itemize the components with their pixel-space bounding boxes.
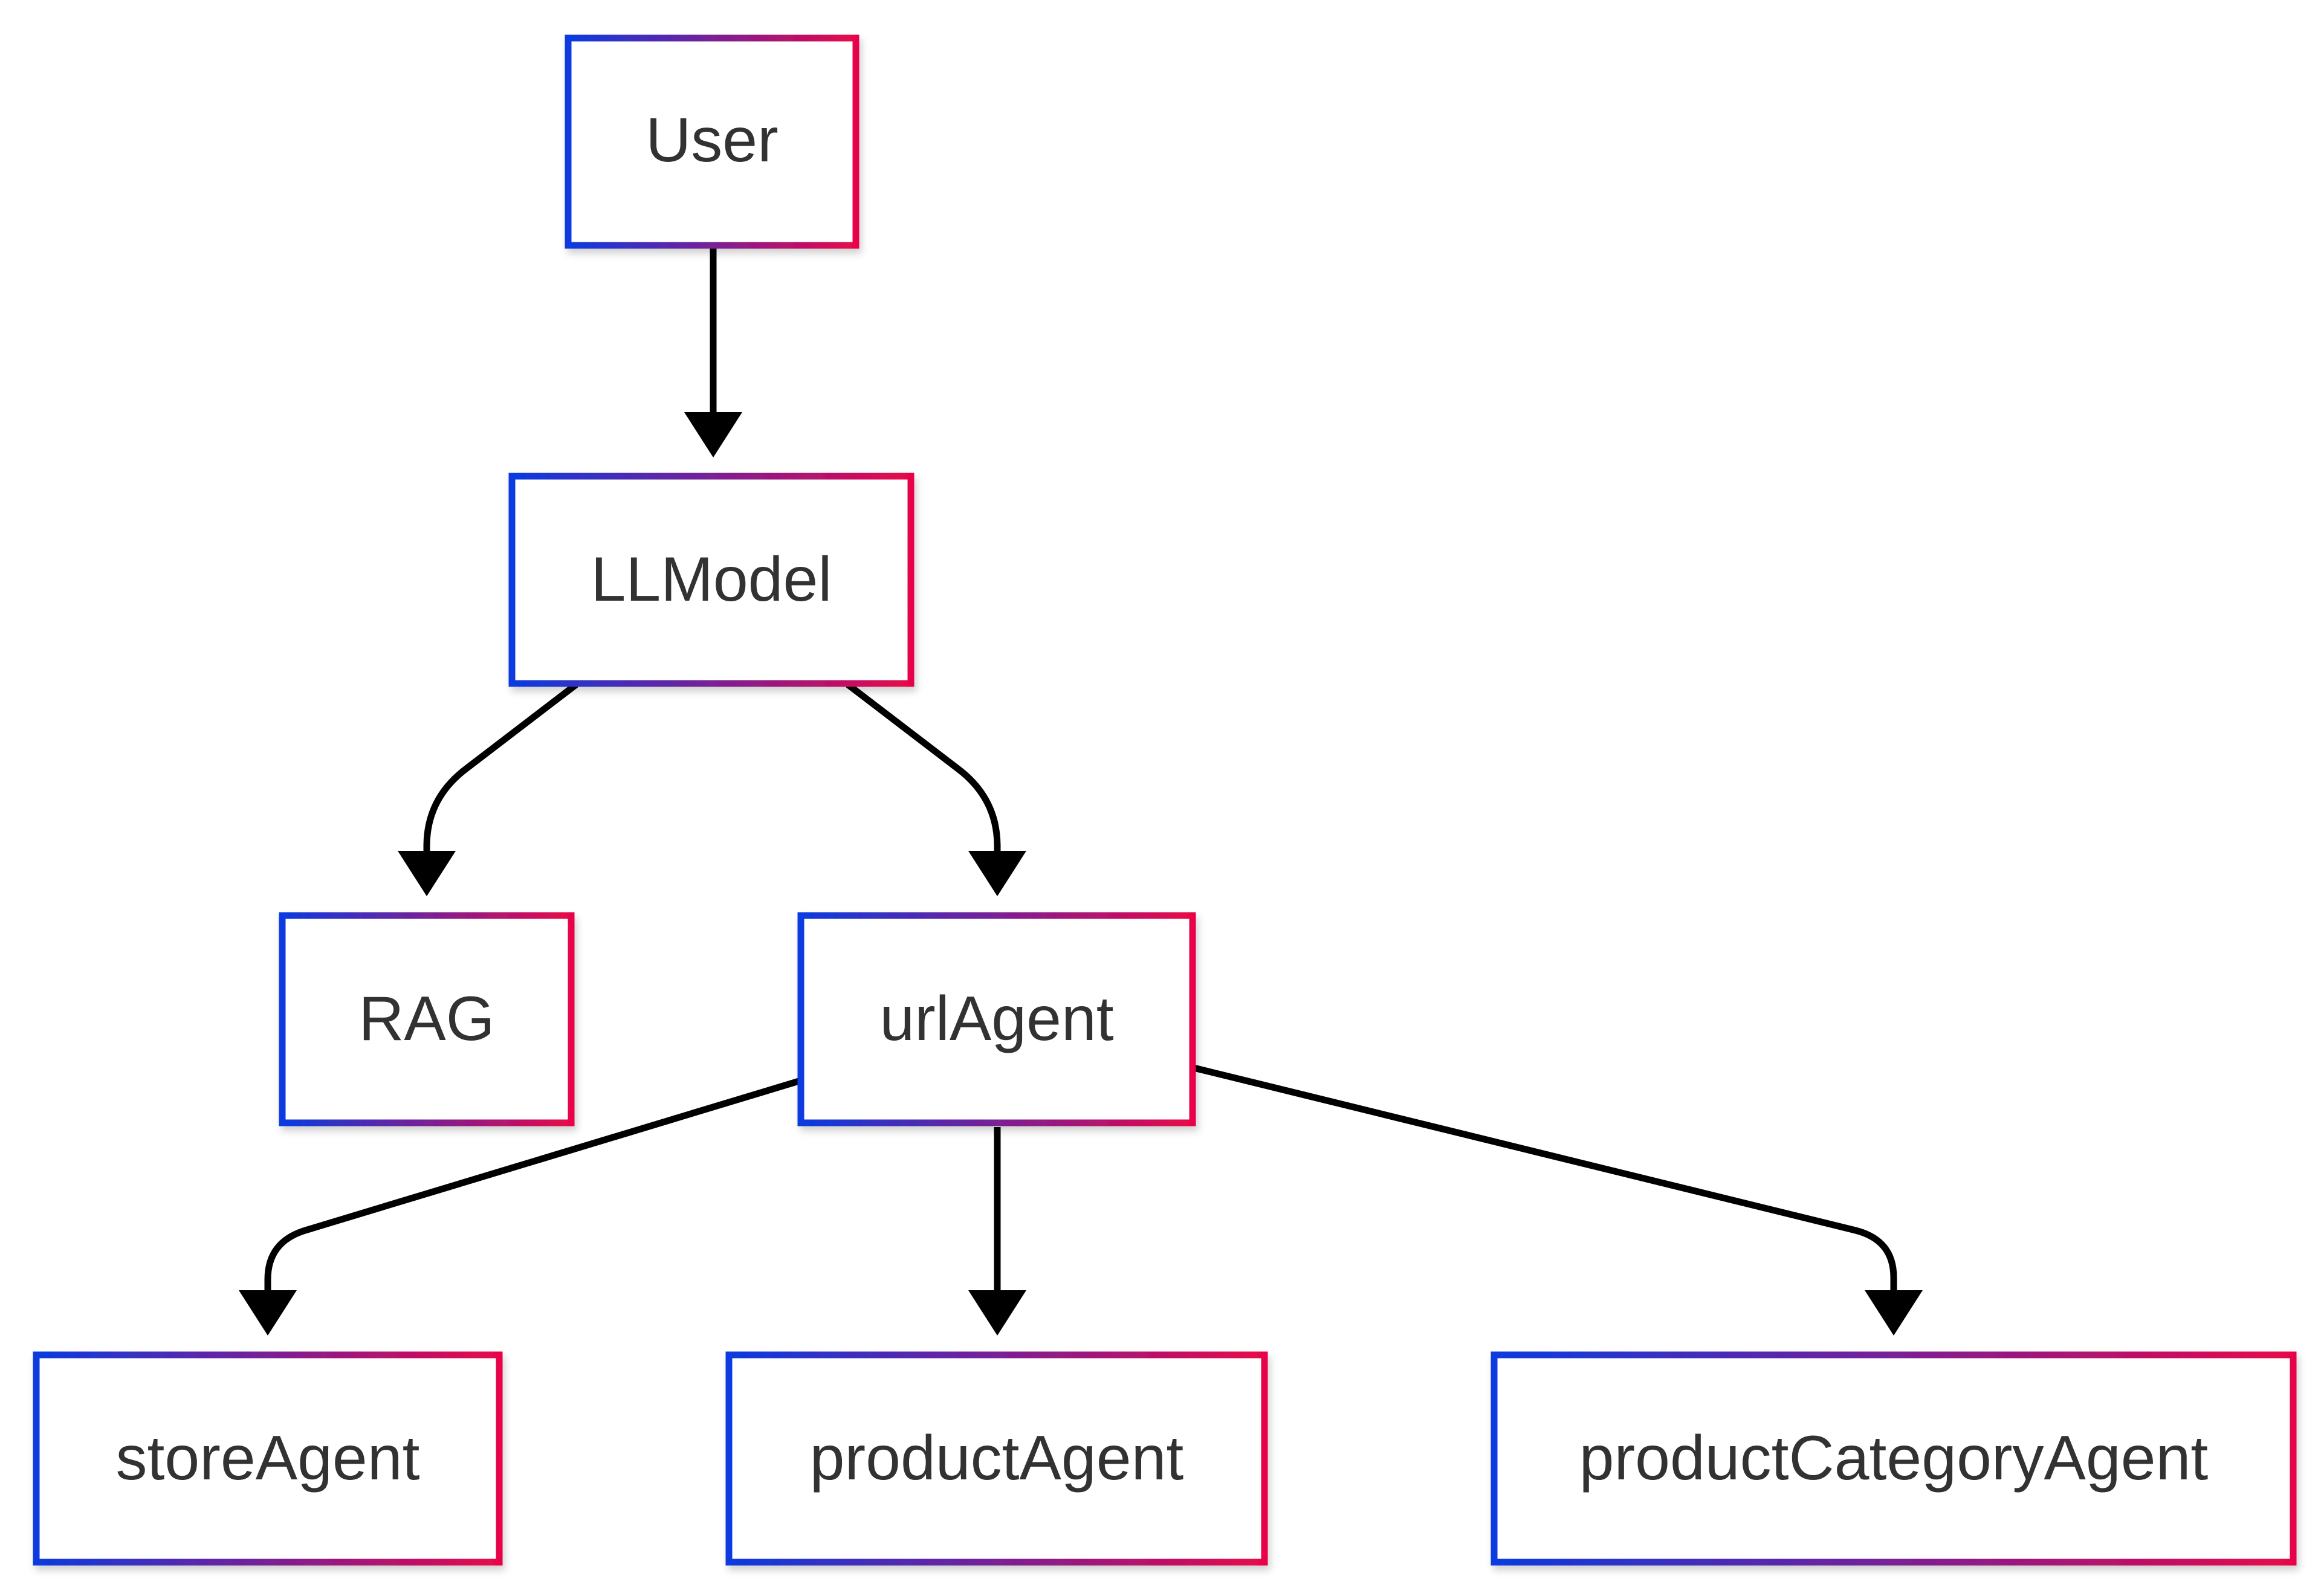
arrowhead (968, 851, 1026, 896)
arrowhead (684, 412, 742, 457)
node-box (565, 34, 859, 249)
node-box (1491, 1351, 2297, 1566)
node-urlagent[interactable]: urlAgent (797, 912, 1196, 1126)
node-label: productAgent (810, 1423, 1184, 1493)
node-box (725, 1351, 1268, 1566)
node-label: User (646, 105, 779, 175)
edges (239, 248, 1923, 1336)
edge-urlagent-storeagent (239, 1077, 802, 1336)
node-label: RAG (358, 984, 494, 1054)
node-label: productCategoryAgent (1579, 1423, 2209, 1493)
arrowhead (398, 851, 456, 896)
edge-urlagent-productagent (968, 1127, 1026, 1336)
arrowhead (968, 1290, 1026, 1336)
node-box (33, 1351, 503, 1566)
node-box (279, 912, 575, 1126)
node-productcategoryagent[interactable]: productCategoryAgent (1491, 1351, 2297, 1566)
node-productagent[interactable]: productAgent (725, 1351, 1268, 1566)
arrowhead (239, 1290, 297, 1336)
nodes: User LLModel RAG urlAgent storeAgent pro… (33, 34, 2297, 1566)
node-rag[interactable]: RAG (279, 912, 575, 1126)
node-label: LLModel (591, 544, 832, 615)
arrowhead (1865, 1290, 1923, 1336)
edge-llmodel-rag (398, 682, 578, 896)
edge-urlagent-productcategoryagent (1193, 1064, 1923, 1336)
node-user[interactable]: User (565, 34, 859, 249)
node-label: storeAgent (116, 1423, 420, 1493)
node-label: urlAgent (879, 984, 1113, 1054)
node-storeagent[interactable]: storeAgent (33, 1351, 503, 1566)
edge-user-llmodel (684, 248, 742, 457)
node-box (508, 473, 914, 687)
node-box (797, 912, 1196, 1126)
node-llmodel[interactable]: LLModel (508, 473, 914, 687)
edge-llmodel-urlagent (846, 682, 1026, 896)
